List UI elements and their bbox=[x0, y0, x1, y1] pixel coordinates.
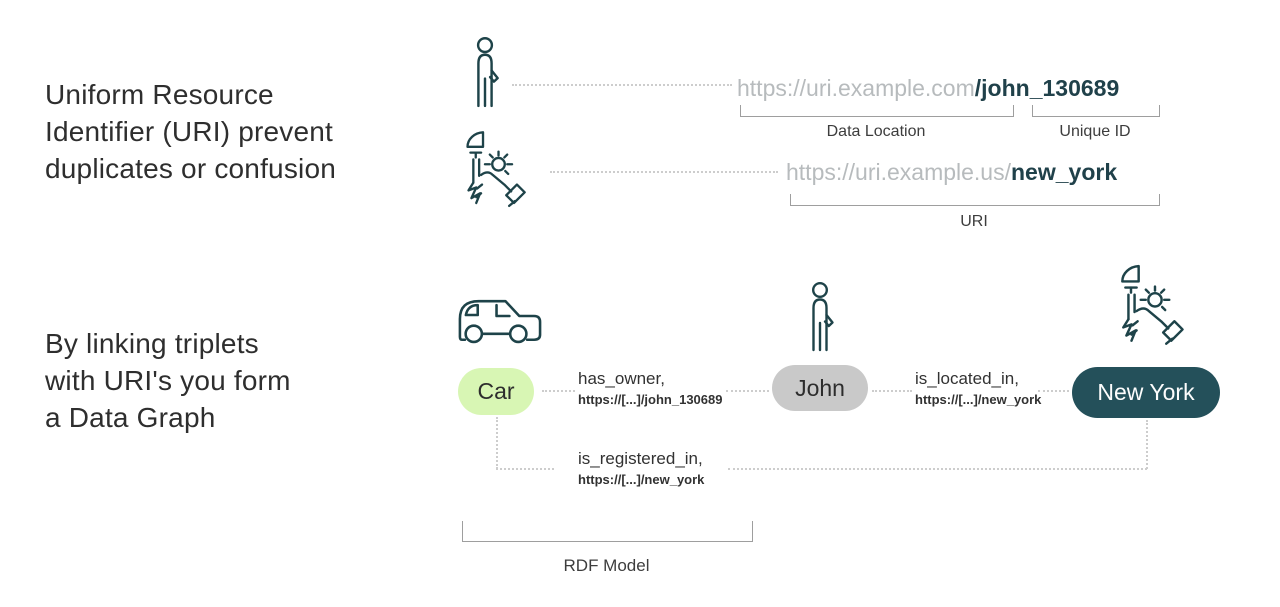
unique-id-label: Unique ID bbox=[1059, 123, 1131, 140]
dotted-edge-newyork-left bbox=[1038, 390, 1069, 392]
dotted-edge-car-left bbox=[542, 390, 575, 392]
person-icon bbox=[464, 36, 506, 109]
edge-is-registered-in: is_registered_in, https://[...]/new_york bbox=[578, 449, 704, 487]
dotted-edge-car-down bbox=[496, 417, 498, 469]
rdf-model-label: RDF Model bbox=[563, 556, 650, 575]
edge-relation-text: is_registered_in, bbox=[578, 449, 703, 468]
statue-of-liberty-icon bbox=[1107, 261, 1204, 355]
dotted-edge-newyork-down bbox=[1146, 420, 1148, 469]
data-location-label: Data Location bbox=[826, 123, 926, 140]
edge-relation-text: has_owner, bbox=[578, 369, 665, 388]
uri-base-text: https://uri.example.us/ bbox=[786, 159, 1011, 185]
car-icon bbox=[452, 287, 546, 347]
node-john: John bbox=[772, 365, 868, 411]
uri-example-john: https://uri.example.com/john_130689 bbox=[737, 75, 1119, 101]
rdf-model-bracket bbox=[462, 521, 753, 542]
uri-section-heading: Uniform Resource Identifier (URI) preven… bbox=[45, 79, 336, 184]
uri-label: URI bbox=[960, 213, 988, 230]
data-location-bracket bbox=[740, 105, 1014, 117]
statue-of-liberty-icon bbox=[453, 127, 545, 217]
dotted-connector-person-to-uri bbox=[512, 84, 732, 86]
edge-uri-text: https://[...]/john_130689 bbox=[578, 392, 723, 407]
uri-resource-text: new_york bbox=[1011, 159, 1118, 185]
edge-relation-text: is_located_in, bbox=[915, 369, 1019, 388]
uri-bracket bbox=[790, 194, 1160, 206]
edge-is-located-in: is_located_in, https://[...]/new_york bbox=[915, 369, 1041, 407]
unique-id-bracket bbox=[1032, 105, 1160, 117]
uri-example-newyork: https://uri.example.us/new_york bbox=[786, 159, 1117, 185]
uri-resource-text: /john_130689 bbox=[974, 75, 1120, 101]
dotted-edge-john-left bbox=[726, 390, 769, 392]
dotted-connector-statue-to-uri bbox=[550, 171, 778, 173]
edge-uri-text: https://[...]/new_york bbox=[578, 472, 705, 487]
edge-has-owner: has_owner, https://[...]/john_130689 bbox=[578, 369, 722, 407]
node-car: Car bbox=[458, 368, 534, 415]
dotted-edge-john-right bbox=[872, 390, 912, 392]
dotted-edge-registered-left bbox=[496, 468, 554, 470]
uri-base-text: https://uri.example.com bbox=[737, 75, 975, 101]
data-graph-section-heading: By linking triplets with URI's you form … bbox=[45, 328, 291, 433]
person-icon bbox=[799, 281, 841, 353]
dotted-edge-registered-right bbox=[728, 468, 1147, 470]
node-new-york: New York bbox=[1072, 367, 1220, 418]
edge-uri-text: https://[...]/new_york bbox=[915, 392, 1042, 407]
